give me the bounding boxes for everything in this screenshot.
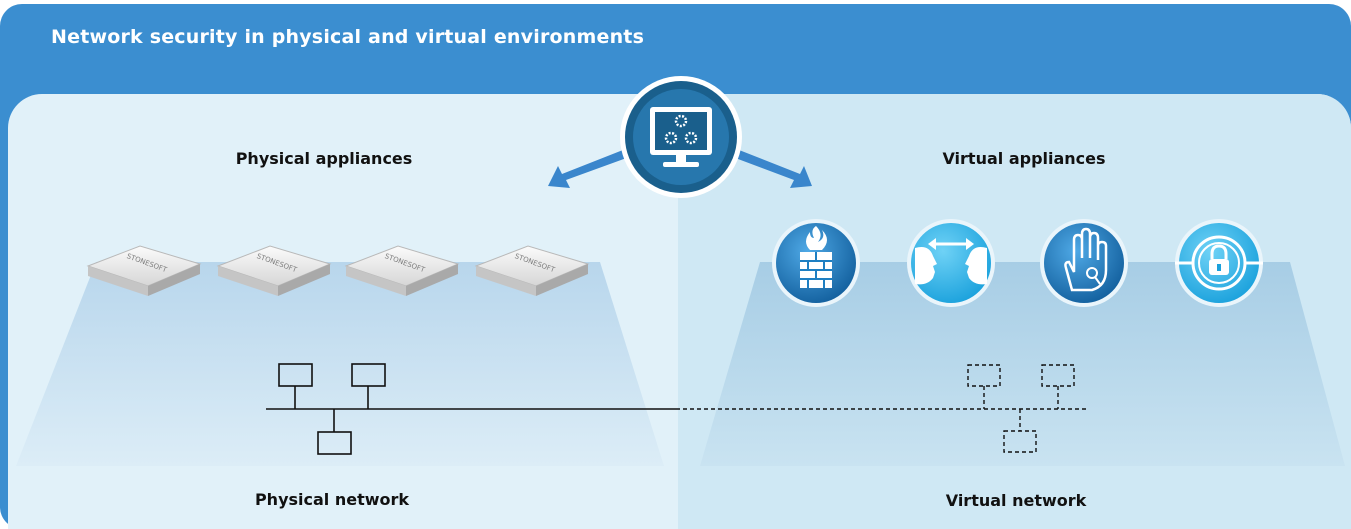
firewall-icon (772, 219, 860, 307)
virtual-appliances-label: Virtual appliances (942, 149, 1106, 168)
physical-appliance-3: STONESOFT (344, 245, 460, 296)
physical-network-label: Physical network (254, 490, 410, 509)
arrow-right (730, 148, 812, 188)
physical-appliance-4: STONESOFT (474, 245, 590, 296)
physical-network-bus (266, 363, 676, 455)
vpn-faces-icon (907, 219, 995, 307)
diagram-title: Network security in physical and virtual… (51, 26, 645, 48)
arrow-left (548, 148, 632, 188)
physical-appliance-2: STONESOFT (216, 245, 332, 296)
virtual-network-label: Virtual network (945, 491, 1087, 510)
virtual-floor (700, 262, 1345, 466)
management-console-icon (620, 76, 742, 198)
ssl-lock-icon (1175, 219, 1263, 307)
physical-appliance-1: STONESOFT (86, 245, 202, 296)
virtual-network-bus (676, 364, 1088, 453)
physical-floor (16, 262, 664, 466)
physical-appliances-label: Physical appliances (235, 149, 413, 168)
ips-hand-icon (1040, 219, 1128, 307)
